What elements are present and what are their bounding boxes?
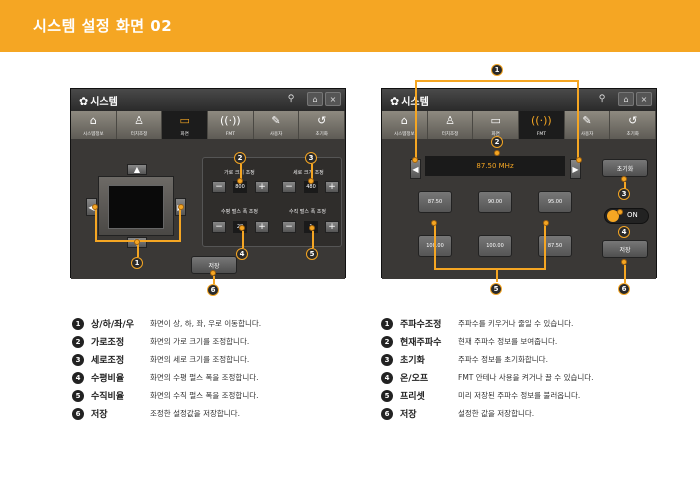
monitor-icon: ▭ <box>179 114 190 127</box>
h-size-value: 800 <box>233 181 247 193</box>
close-button[interactable]: × <box>325 92 341 106</box>
current-frequency: 87.50 MHz <box>425 156 565 176</box>
home-icon: ⌂ <box>400 114 408 127</box>
page-header: 시스템 설정 화면 02 <box>0 0 700 52</box>
tab-touch-calibration[interactable]: ♙터치조정 <box>117 111 163 139</box>
h-pulse-minus-button[interactable]: − <box>212 221 226 233</box>
screen-position-preview <box>98 176 174 236</box>
v-pulse-label: 수직 펄스 폭 조정 <box>289 209 326 215</box>
tab-system-info[interactable]: ⌂시스템정보 <box>382 111 428 139</box>
tab-fmt[interactable]: ((·))FMT <box>519 111 565 139</box>
v-size-label: 세로 크기 조정 <box>293 170 324 176</box>
close-button[interactable]: × <box>636 92 652 106</box>
v-size-minus-button[interactable]: − <box>282 181 296 193</box>
tab-reset[interactable]: ↺초기화 <box>299 111 346 139</box>
h-size-minus-button[interactable]: − <box>212 181 226 193</box>
window-title: 시스템 <box>90 97 118 108</box>
tab-fmt[interactable]: ((·))FMT <box>208 111 254 139</box>
v-pulse-plus-button[interactable]: + <box>325 221 339 233</box>
window-titlebar: ✿시스템 ⚲ ⌂ × <box>71 89 345 111</box>
home-button[interactable]: ⌂ <box>618 92 634 106</box>
toggle-state-label: ON <box>627 211 638 219</box>
preset-button-2[interactable]: 90.00 <box>478 191 512 213</box>
home-icon: ⌂ <box>89 114 97 127</box>
annotation-dot <box>178 204 184 210</box>
tab-display[interactable]: ▭화면 <box>473 111 520 139</box>
fmt-body: ◀ 87.50 MHz ▶ 87.50 90.00 95.00 100.00 1… <box>382 139 656 279</box>
annotation-badge-2: 2 <box>234 152 246 164</box>
v-size-plus-button[interactable]: + <box>325 181 339 193</box>
tab-touch-calibration[interactable]: ♙터치조정 <box>428 111 474 139</box>
h-size-plus-button[interactable]: + <box>255 181 269 193</box>
annotation-badge-4: 4 <box>618 226 630 238</box>
monitor-icon: ▭ <box>490 114 501 127</box>
annotation-line-1-stem <box>137 242 139 257</box>
page-title: 시스템 설정 화면 02 <box>33 17 173 35</box>
tab-user[interactable]: ✎사용자 <box>254 111 300 139</box>
annotation-badge-2: 2 <box>491 136 503 148</box>
preset-button-3[interactable]: 95.00 <box>538 191 572 213</box>
pen-icon: ✎ <box>271 114 281 127</box>
preset-button-1[interactable]: 87.50 <box>418 191 452 213</box>
annotation-badge-4: 4 <box>236 248 248 260</box>
antenna-icon: ((·)) <box>531 114 552 127</box>
display-settings-screen: ✿시스템 ⚲ ⌂ × ⌂시스템정보 ♙터치조정 ▭화면 ((·))FMT ✎사용… <box>70 88 346 279</box>
move-up-button[interactable]: ▲ <box>127 164 147 175</box>
tab-bar: ⌂시스템정보 ♙터치조정 ▭화면 ((·))FMT ✎사용자 ↺초기화 <box>71 111 346 139</box>
annotation-badge-6: 6 <box>207 284 219 296</box>
tab-display[interactable]: ▭화면 <box>162 111 209 139</box>
reset-icon: ↺ <box>628 114 638 127</box>
usb-icon: ⚲ <box>287 94 295 104</box>
preset-button-5[interactable]: 100.00 <box>478 235 512 257</box>
fmt-settings-screen: ✿시스템 ⚲ ⌂ × ⌂시스템정보 ♙터치조정 ▭화면 ((·))FMT ✎사용… <box>381 88 657 279</box>
pen-icon: ✎ <box>582 114 592 127</box>
annotation-badge-1: 1 <box>491 64 503 76</box>
tab-bar: ⌂시스템정보 ♙터치조정 ▭화면 ((·))FMT ✎사용자 ↺초기화 <box>382 111 657 139</box>
frequency-up-button[interactable]: ▶ <box>570 159 581 179</box>
annotation-line-1 <box>95 207 181 242</box>
gear-icon: ✿ <box>390 95 400 108</box>
usb-icon: ⚲ <box>598 94 606 104</box>
reset-button[interactable]: 초기화 <box>602 159 648 177</box>
tab-reset[interactable]: ↺초기화 <box>610 111 657 139</box>
annotation-badge-5: 5 <box>306 248 318 260</box>
annotation-dot <box>92 204 98 210</box>
annotation-badge-1: 1 <box>131 257 143 269</box>
gear-icon: ✿ <box>79 95 89 108</box>
person-icon: ♙ <box>445 114 455 127</box>
h-size-label: 가로 크기 조정 <box>224 170 255 176</box>
v-pulse-minus-button[interactable]: − <box>282 221 296 233</box>
h-pulse-label: 수평 펄스 폭 조정 <box>221 209 258 215</box>
tab-user[interactable]: ✎사용자 <box>565 111 611 139</box>
person-icon: ♙ <box>134 114 144 127</box>
annotation-badge-5: 5 <box>490 283 502 295</box>
home-button[interactable]: ⌂ <box>307 92 323 106</box>
reset-icon: ↺ <box>317 114 327 127</box>
fmt-on-off-toggle[interactable]: ON <box>604 208 649 224</box>
antenna-icon: ((·)) <box>220 114 241 127</box>
tab-system-info[interactable]: ⌂시스템정보 <box>71 111 117 139</box>
annotation-badge-3: 3 <box>618 188 630 200</box>
preset-button-6[interactable]: 87.50 <box>538 235 572 257</box>
v-size-value: 480 <box>304 181 318 193</box>
h-pulse-plus-button[interactable]: + <box>255 221 269 233</box>
annotation-badge-6: 6 <box>618 283 630 295</box>
save-button[interactable]: 저장 <box>602 240 648 258</box>
annotation-badge-3: 3 <box>305 152 317 164</box>
annotation-dot <box>134 239 140 245</box>
